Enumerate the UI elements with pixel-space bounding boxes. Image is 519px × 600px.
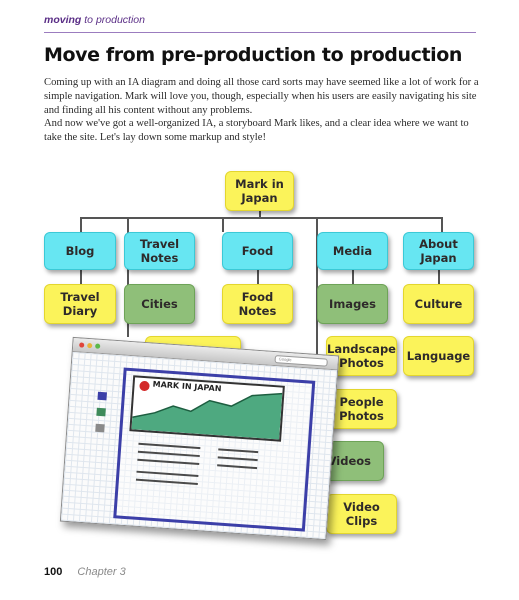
- header-rule: [44, 32, 476, 33]
- body-paragraph-2: And now we've got a well-organized IA, a…: [44, 118, 469, 143]
- node-language: Language: [403, 336, 474, 376]
- mountain-sketch-icon: [131, 392, 283, 440]
- storyboard-mockup: Google MARK IN JAPAN: [59, 336, 340, 541]
- running-header: moving to production: [44, 14, 476, 33]
- header-subsection: to production: [84, 14, 145, 26]
- node-about-japan: About Japan: [403, 232, 474, 270]
- connector-media-child: [352, 270, 354, 284]
- header-section: moving: [44, 14, 82, 26]
- maximize-dot-icon: [95, 343, 101, 349]
- node-culture: Culture: [403, 284, 474, 324]
- node-food-notes: Food Notes: [222, 284, 293, 324]
- node-travel-diary: Travel Diary: [44, 284, 116, 324]
- node-video-clips: Video Clips: [326, 494, 397, 534]
- sketch-banner: MARK IN JAPAN: [129, 375, 285, 442]
- browser-search-field: Google: [274, 355, 328, 367]
- node-travel-notes: Travel Notes: [124, 232, 195, 270]
- page-number: 100: [44, 566, 63, 578]
- connector-travel-notes: [127, 217, 129, 337]
- node-food: Food: [222, 232, 293, 270]
- running-header-text: moving to production: [44, 14, 476, 26]
- close-dot-icon: [79, 342, 85, 348]
- minimize-dot-icon: [87, 342, 93, 349]
- swatch-gray: [95, 423, 105, 433]
- node-mark-in-japan: Mark in Japan: [225, 171, 294, 211]
- node-images: Images: [317, 284, 388, 324]
- node-blog: Blog: [44, 232, 116, 270]
- connector-about: [441, 217, 443, 232]
- connector-blog: [80, 217, 82, 232]
- connector-food-child: [257, 270, 259, 284]
- connector-food: [222, 217, 224, 232]
- swatch-blue: [97, 391, 107, 401]
- body-paragraph-1: Coming up with an IA diagram and doing a…: [44, 77, 479, 116]
- swatch-green: [96, 407, 106, 417]
- connector-horizontal-bus: [80, 217, 443, 219]
- node-people-photos: People Photos: [326, 389, 397, 429]
- page-title: Move from pre-production to production: [44, 44, 463, 66]
- connector-blog-child: [80, 270, 82, 284]
- node-cities: Cities: [124, 284, 195, 324]
- node-media: Media: [317, 232, 388, 270]
- connector-root-down: [259, 208, 261, 218]
- page-footer: 100 Chapter 3: [44, 566, 126, 578]
- chapter-label: Chapter 3: [77, 566, 126, 578]
